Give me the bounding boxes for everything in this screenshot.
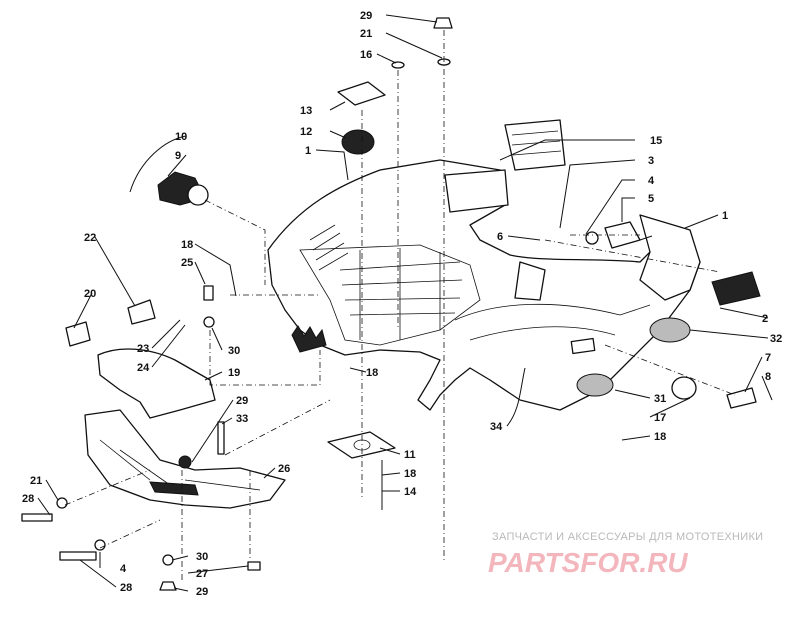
mesh-grille-upper: [649, 317, 691, 343]
vent-panel-slats: [511, 130, 562, 156]
cap-nut-29: [433, 17, 453, 29]
callout-18-upper: 18: [181, 239, 193, 251]
callout-16-top: 16: [360, 49, 372, 61]
bolt-28-lower: [59, 551, 97, 561]
watermark-logo: PARTSFOR.RU: [488, 547, 688, 578]
callout-11: 11: [404, 449, 416, 461]
bolt-27: [247, 561, 261, 571]
washer-30: [203, 316, 215, 328]
rear-bracket: [514, 261, 546, 301]
callout-3: 3: [648, 155, 654, 167]
chassis-gear-edge: [291, 325, 327, 353]
bolt-28-upper: [21, 513, 53, 522]
callout-21-lower: 21: [30, 475, 42, 487]
callout-31: 31: [654, 393, 666, 405]
callout-33: 33: [236, 413, 248, 425]
callout-29-mid: 29: [236, 395, 248, 407]
callout-13: 13: [300, 105, 312, 117]
callout-18-right: 18: [654, 431, 666, 443]
callout-30-upper: 30: [228, 345, 240, 357]
callout-23: 23: [137, 343, 149, 355]
leader-lines: [37, 14, 773, 592]
nut-21-pan: [178, 455, 192, 469]
callout-29-lower: 29: [196, 586, 208, 598]
washer-4-lower: [94, 539, 106, 551]
callout-28-upper: 28: [22, 493, 34, 505]
bumper-bracket: [65, 321, 91, 347]
front-bumper: [97, 348, 216, 419]
grommet: [341, 129, 375, 155]
stud-bolt: [217, 421, 225, 455]
callout-14: 14: [404, 486, 417, 498]
latch-washer: [585, 231, 599, 245]
washer-30-lower: [162, 554, 174, 566]
logo-plate: [711, 271, 761, 306]
callout-1-right: 1: [722, 210, 728, 222]
washer-21-lower: [56, 497, 68, 509]
nut-29-lower: [159, 581, 177, 591]
callout-4-right: 4: [648, 175, 655, 187]
id-tag: [726, 387, 757, 409]
watermark-subtitle: ЗАПЧАСТИ И АКСЕССУАРЫ ДЛЯ МОТОТЕХНИКИ: [492, 531, 763, 543]
callout-30-lower: 30: [196, 551, 208, 563]
callout-28-lower: 28: [120, 582, 132, 594]
callout-9: 9: [175, 150, 181, 162]
callout-4-lower: 4: [120, 563, 127, 575]
callout-20: 20: [84, 288, 96, 300]
callout-32: 32: [770, 333, 782, 345]
callout-15: 15: [650, 135, 662, 147]
callout-29-top: 29: [360, 10, 372, 22]
body-window: [444, 169, 509, 213]
callout-17: 17: [654, 412, 666, 424]
callout-6: 6: [497, 231, 503, 243]
callout-24: 24: [137, 362, 150, 374]
skid-pan: [84, 409, 286, 509]
callout-19: 19: [228, 367, 240, 379]
side-marker: [570, 337, 596, 355]
callout-26: 26: [278, 463, 290, 475]
steering-boot-flange: [187, 184, 209, 206]
round-lamp: [671, 376, 697, 400]
mesh-grille-lower: [576, 373, 614, 397]
callout-10: 10: [175, 131, 187, 143]
mount-plate-upper: [337, 81, 386, 106]
callout-25: 25: [181, 257, 193, 269]
watermark: ЗАПЧАСТИ И АКСЕССУАРЫ ДЛЯ МОТОТЕХНИКИ PA…: [488, 531, 763, 578]
callout-1-left: 1: [305, 145, 311, 157]
right-cowl: [639, 214, 701, 301]
chassis-floor-ribs: [339, 248, 463, 340]
parts-drawing: [21, 17, 761, 591]
chassis-side-vents: [309, 224, 349, 271]
bumper-mount: [127, 299, 156, 325]
callout-21-top: 21: [360, 28, 372, 40]
callout-8: 8: [765, 371, 771, 383]
washer-16: [391, 61, 405, 69]
callout-12: 12: [300, 126, 312, 138]
bolt-25: [203, 285, 214, 301]
callout-5: 5: [648, 193, 654, 205]
mount-plate-lower: [327, 431, 396, 459]
callout-34: 34: [490, 421, 503, 433]
callout-labels: 29 21 16 13 12 1 10 9 15 3 4 5 1 6 22 18…: [22, 10, 782, 598]
skid-pan-shadow: [149, 481, 199, 496]
callout-27: 27: [196, 568, 208, 580]
callout-22: 22: [84, 232, 96, 244]
callout-2: 2: [762, 313, 768, 325]
callout-18-mid: 18: [366, 367, 378, 379]
chassis-front-skirt: [454, 303, 651, 341]
callout-7: 7: [765, 352, 771, 364]
callout-18-lower: 18: [404, 468, 416, 480]
